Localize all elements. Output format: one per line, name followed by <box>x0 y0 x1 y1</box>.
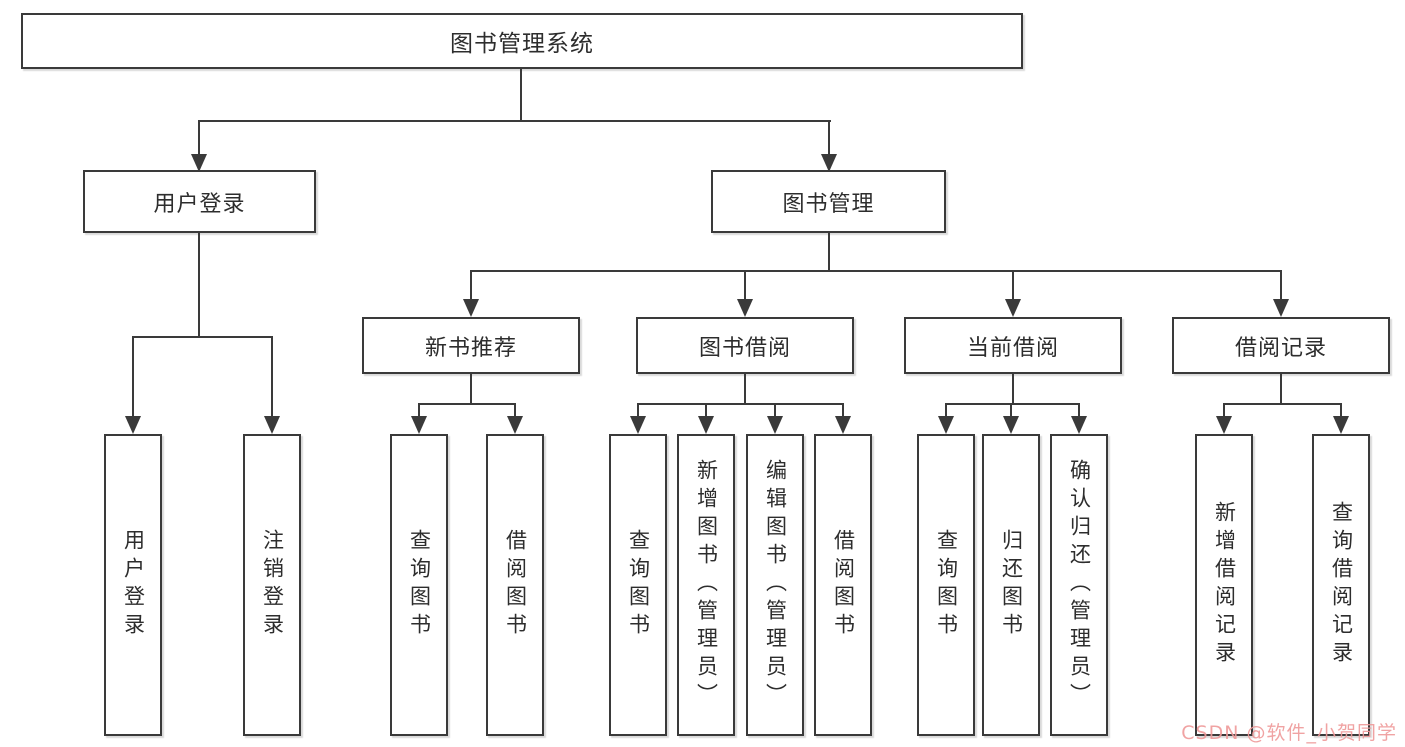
connector-group3-stem <box>1012 374 1014 405</box>
connector-group1-branch <box>418 403 516 405</box>
arrow-down-icon <box>1216 416 1232 434</box>
connector-group1-stem <box>470 374 472 405</box>
leaf-user-login: 用户登录 <box>104 434 162 736</box>
leaf-label: 查询图书 <box>626 529 651 641</box>
node-current-borrowing-label: 当前借阅 <box>966 335 1059 361</box>
connector-book-mgmt-branch <box>470 270 1282 272</box>
csdn-watermark: CSDN @软件_小贺同学 <box>1181 722 1397 744</box>
leaf-nbr-borrow-books: 借阅图书 <box>486 434 544 736</box>
leaf-bb-query-books: 查询图书 <box>609 434 667 736</box>
connector-drop-group <box>1012 270 1014 301</box>
connector-drop-leaf <box>705 403 707 418</box>
node-new-book-recommend: 新书推荐 <box>362 317 580 374</box>
leaf-label: 查询图书 <box>934 529 959 641</box>
arrow-down-icon <box>1071 416 1087 434</box>
arrow-down-icon <box>463 299 479 317</box>
leaf-bb-borrow-books: 借阅图书 <box>814 434 872 736</box>
node-user-login-label: 用户登录 <box>153 191 246 217</box>
connector-drop-user-login <box>198 120 200 156</box>
node-borrowing-records-label: 借阅记录 <box>1234 335 1327 361</box>
arrow-down-icon <box>411 416 427 434</box>
node-book-mgmt: 图书管理 <box>711 170 946 233</box>
connector-drop-leaf <box>774 403 776 418</box>
node-root: 图书管理系统 <box>21 13 1023 69</box>
connector-drop-leaf <box>1340 403 1342 418</box>
arrow-down-icon <box>835 416 851 434</box>
leaf-label: 查询借阅记录 <box>1329 501 1354 669</box>
leaf-label: 注销登录 <box>260 529 285 641</box>
leaf-label: 查询图书 <box>407 529 432 641</box>
leaf-label: 借阅图书 <box>831 529 856 641</box>
node-user-login: 用户登录 <box>83 170 316 233</box>
connector-drop-group <box>744 270 746 301</box>
connector-drop-leaf <box>945 403 947 418</box>
connector-drop-leaf <box>1010 403 1012 418</box>
connector-drop-leaf <box>132 336 134 418</box>
leaf-cb-return-books: 归还图书 <box>982 434 1040 736</box>
leaf-label: 归还图书 <box>999 529 1024 641</box>
arrow-down-icon <box>264 416 280 434</box>
leaf-label: 编辑图书（管理员） <box>763 459 788 711</box>
connector-drop-leaf <box>1078 403 1080 418</box>
leaf-label: 确认归还（管理员） <box>1067 459 1092 711</box>
leaf-bb-edit-books-admin: 编辑图书（管理员） <box>746 434 804 736</box>
connector-user-login-stem <box>198 233 200 337</box>
node-new-book-recommend-label: 新书推荐 <box>424 335 517 361</box>
connector-root-branch <box>198 120 831 122</box>
connector-book-mgmt-stem <box>828 233 830 272</box>
leaf-br-query-borrow-record: 查询借阅记录 <box>1312 434 1370 736</box>
connector-drop-leaf <box>1223 403 1225 418</box>
arrow-down-icon <box>1005 299 1021 317</box>
node-root-label: 图书管理系统 <box>450 31 594 57</box>
arrow-down-icon <box>125 416 141 434</box>
arrow-down-icon <box>1273 299 1289 317</box>
connector-group2-stem <box>744 374 746 405</box>
connector-drop-leaf <box>842 403 844 418</box>
connector-drop-leaf <box>514 403 516 418</box>
node-book-borrowing: 图书借阅 <box>636 317 854 374</box>
arrow-down-icon <box>507 416 523 434</box>
leaf-label: 新增图书（管理员） <box>694 459 719 711</box>
connector-drop-group <box>470 270 472 301</box>
arrow-down-icon <box>767 416 783 434</box>
connector-group2-branch <box>637 403 844 405</box>
arrow-down-icon <box>821 154 837 172</box>
connector-drop-leaf <box>271 336 273 418</box>
leaf-label: 新增借阅记录 <box>1212 501 1237 669</box>
connector-group4-branch <box>1223 403 1342 405</box>
connector-group4-stem <box>1280 374 1282 405</box>
leaf-cb-confirm-return-admin: 确认归还（管理员） <box>1050 434 1108 736</box>
connector-group3-branch <box>945 403 1080 405</box>
connector-user-login-branch <box>132 336 273 338</box>
connector-drop-group <box>1280 270 1282 301</box>
arrow-down-icon <box>737 299 753 317</box>
arrow-down-icon <box>630 416 646 434</box>
connector-drop-book-mgmt <box>828 120 830 156</box>
arrow-down-icon <box>1003 416 1019 434</box>
node-current-borrowing: 当前借阅 <box>904 317 1122 374</box>
leaf-cb-query-books: 查询图书 <box>917 434 975 736</box>
arrow-down-icon <box>1333 416 1349 434</box>
connector-drop-leaf <box>637 403 639 418</box>
arrow-down-icon <box>191 154 207 172</box>
connector-root-stem <box>520 69 522 120</box>
leaf-label: 借阅图书 <box>503 529 528 641</box>
leaf-bb-add-books-admin: 新增图书（管理员） <box>677 434 735 736</box>
node-borrowing-records: 借阅记录 <box>1172 317 1390 374</box>
node-book-mgmt-label: 图书管理 <box>782 191 875 217</box>
leaf-logout: 注销登录 <box>243 434 301 736</box>
leaf-br-add-borrow-record: 新增借阅记录 <box>1195 434 1253 736</box>
leaf-nbr-query-books: 查询图书 <box>390 434 448 736</box>
leaf-label: 用户登录 <box>121 529 146 641</box>
connector-drop-leaf <box>418 403 420 418</box>
node-book-borrowing-label: 图书借阅 <box>698 335 791 361</box>
arrow-down-icon <box>698 416 714 434</box>
arrow-down-icon <box>938 416 954 434</box>
